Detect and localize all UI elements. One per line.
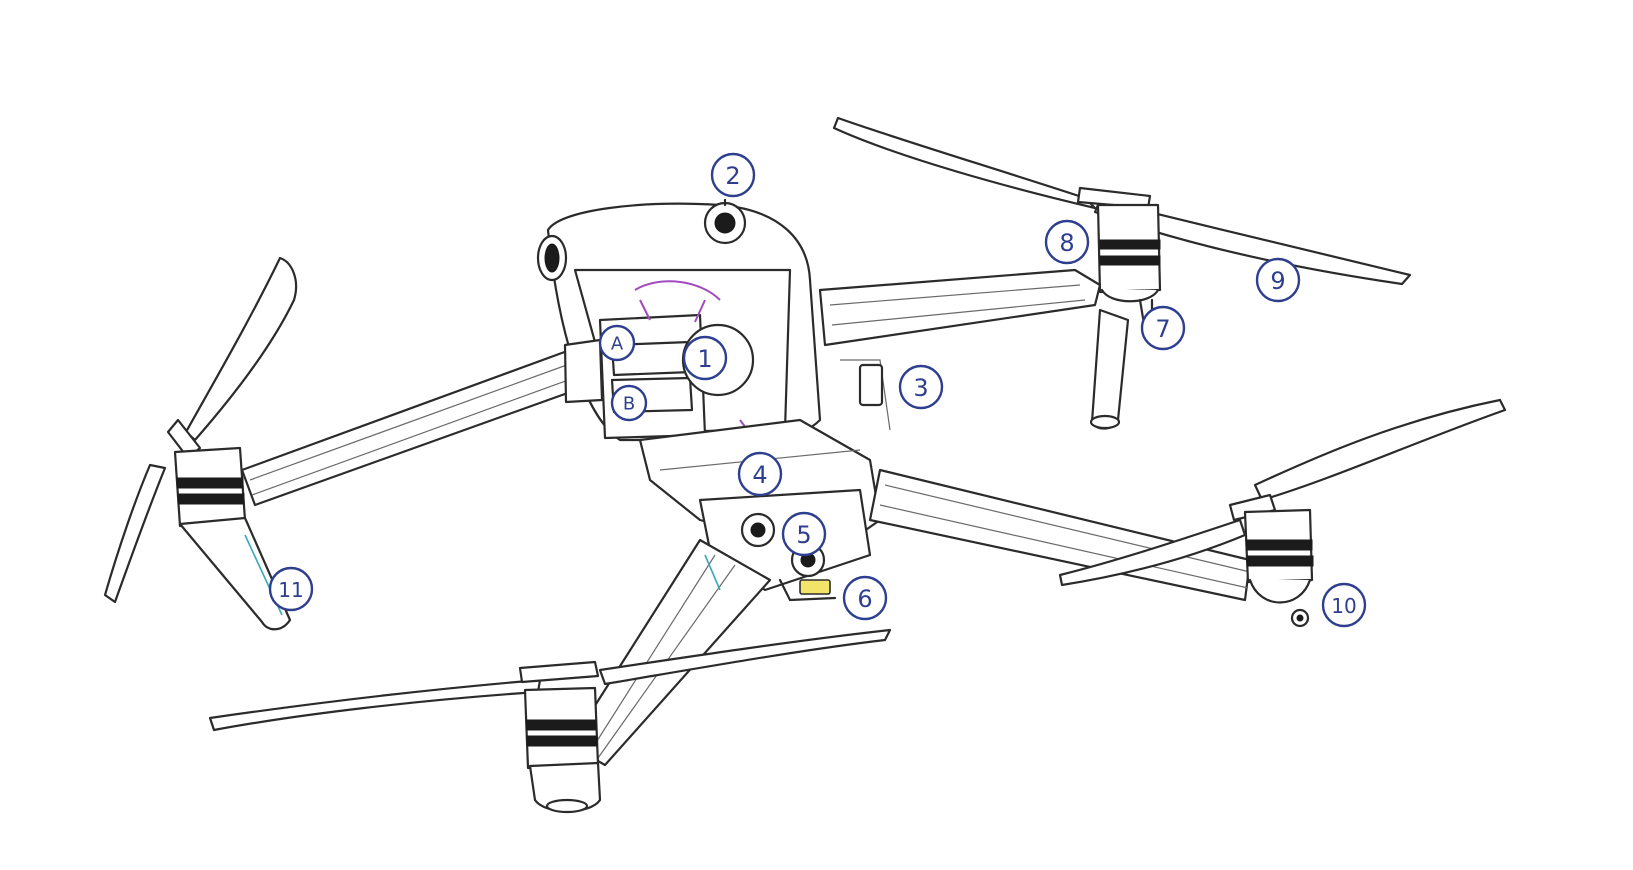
- callout-1: 1: [682, 335, 728, 381]
- callout-8: 8: [1044, 219, 1090, 265]
- svg-text:1: 1: [697, 345, 712, 373]
- motor-rear-right: [1096, 203, 1162, 334]
- motor-front-left: [173, 446, 292, 631]
- motor-rear-left: [523, 686, 602, 814]
- svg-text:B: B: [623, 394, 635, 415]
- motor-front-right: [1243, 508, 1314, 628]
- callout-3: 3: [898, 364, 944, 410]
- svg-text:9: 9: [1270, 267, 1285, 295]
- svg-text:6: 6: [857, 585, 872, 613]
- callout-10: 10: [1321, 582, 1367, 628]
- callout-2: 2: [710, 152, 756, 198]
- callout-4: 4: [737, 451, 783, 497]
- svg-text:11: 11: [278, 578, 303, 602]
- callout-11: 11: [268, 566, 314, 612]
- callout-5: 5: [781, 511, 827, 557]
- callout-B: B: [610, 384, 648, 422]
- svg-text:A: A: [611, 334, 624, 355]
- landing-leg-rear-right: [1089, 308, 1130, 430]
- aircraft-body: [536, 201, 891, 602]
- arm-front-left: [240, 348, 592, 507]
- svg-text:8: 8: [1059, 229, 1074, 257]
- svg-text:7: 7: [1155, 315, 1170, 343]
- callout-A: A: [598, 324, 636, 362]
- svg-text:3: 3: [913, 374, 928, 402]
- arm-rear-right: [818, 268, 1102, 347]
- arm-front-right: [868, 468, 1252, 602]
- svg-text:10: 10: [1331, 594, 1356, 618]
- callout-6: 6: [842, 575, 888, 621]
- svg-text:5: 5: [796, 521, 811, 549]
- propeller-rear-right: [832, 116, 1412, 286]
- svg-text:4: 4: [752, 461, 767, 489]
- propeller-front-left: [103, 256, 298, 604]
- callout-9: 9: [1255, 257, 1301, 303]
- svg-text:2: 2: [725, 162, 740, 190]
- callout-7: 7: [1140, 305, 1186, 351]
- propeller-front-right: [1058, 398, 1507, 587]
